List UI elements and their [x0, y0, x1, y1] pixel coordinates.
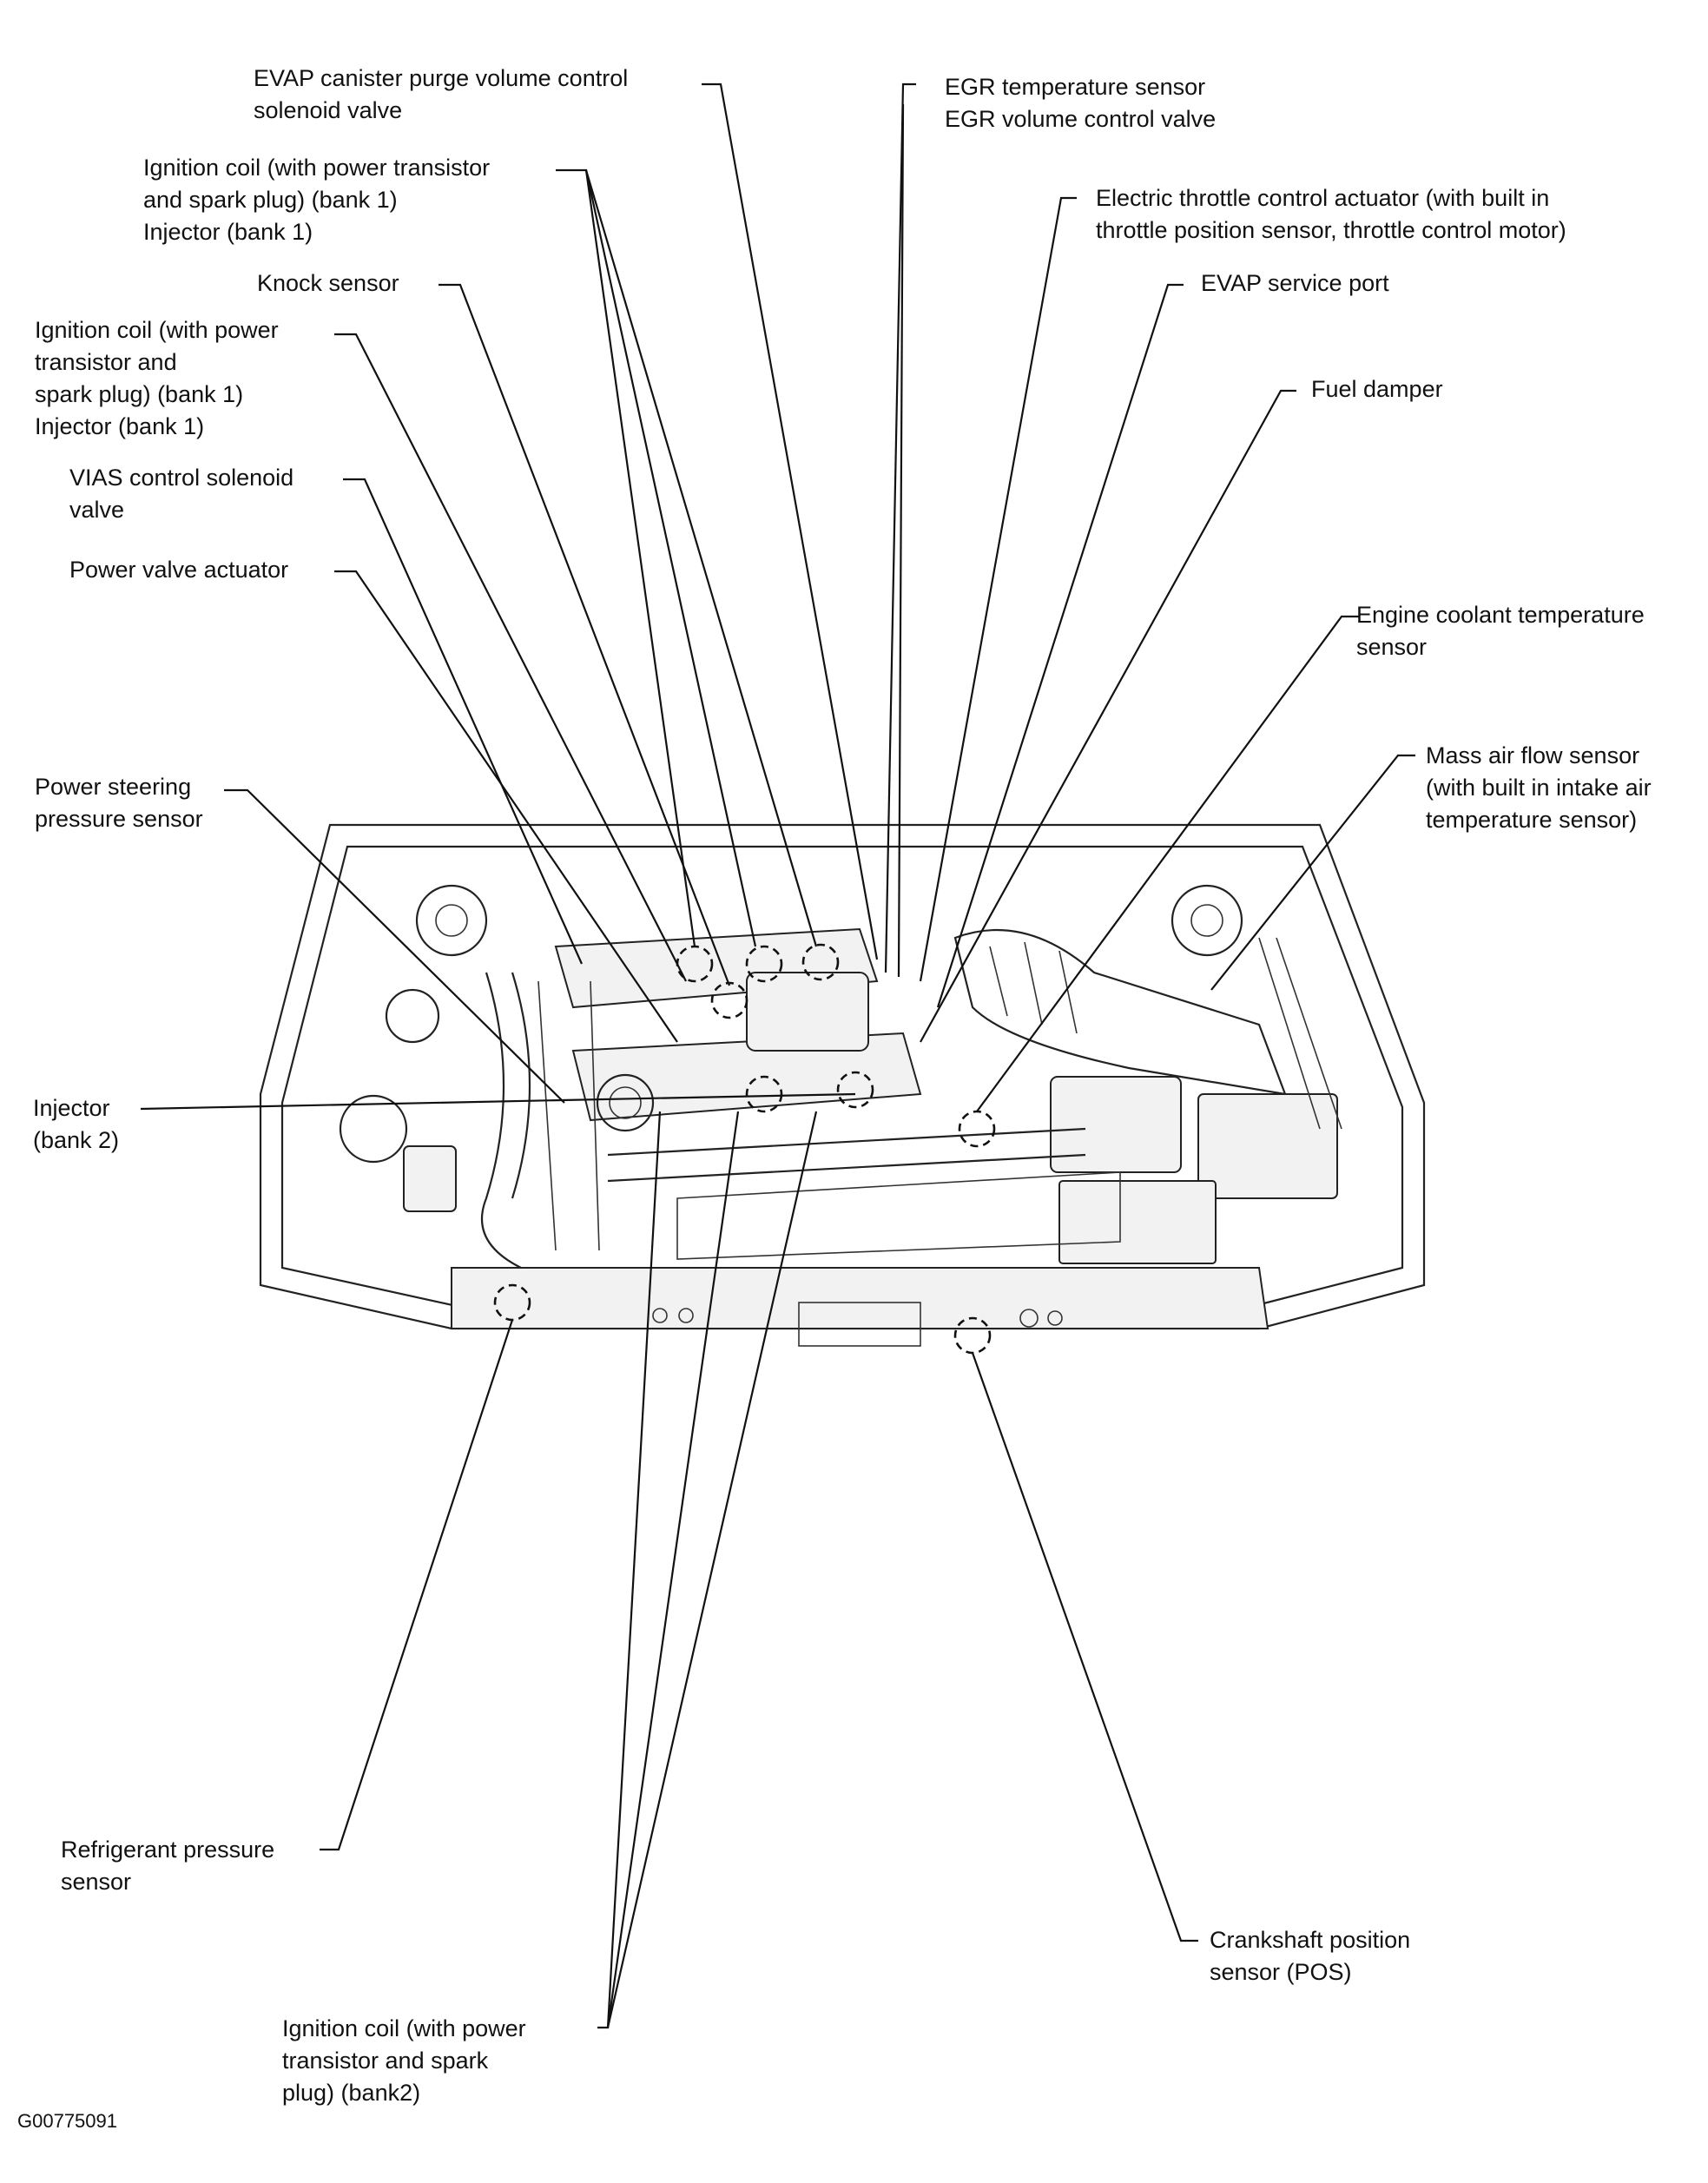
label-power-steering-pressure-sensor: Power steering pressure sensor [35, 771, 203, 835]
label-mass-air-flow-sensor: Mass air flow sensor (with built in inta… [1426, 740, 1652, 836]
label-engine-coolant-temperature-sensor: Engine coolant temperature sensor [1356, 599, 1645, 663]
label-line: Engine coolant temperature [1356, 602, 1645, 628]
label-line: Refrigerant pressure [61, 1837, 275, 1863]
figure-code: G00775091 [17, 2110, 117, 2132]
label-line: valve [69, 497, 125, 523]
label-line: (with built in intake air [1426, 775, 1652, 801]
label-line: Electric throttle control actuator (with… [1096, 185, 1550, 211]
label-line: Power steering [35, 774, 192, 800]
label-line: (bank 2) [33, 1127, 120, 1153]
label-line: Fuel damper [1311, 376, 1443, 402]
label-line: Ignition coil (with power [282, 2015, 526, 2041]
label-line: transistor and spark [282, 2048, 489, 2074]
label-line: sensor [1356, 634, 1428, 660]
label-line: solenoid valve [254, 97, 403, 123]
label-injector-bank2: Injector (bank 2) [33, 1092, 119, 1157]
label-crankshaft-position-sensor: Crankshaft position sensor (POS) [1210, 1924, 1410, 1988]
label-line: temperature sensor) [1426, 807, 1638, 833]
label-line: sensor [61, 1869, 132, 1895]
label-line: EGR volume control valve [945, 106, 1217, 132]
label-line: Ignition coil (with power transistor [143, 155, 491, 181]
label-line: spark plug) (bank 1) [35, 381, 244, 407]
label-line: EGR temperature sensor [945, 74, 1206, 100]
label-evap-service-port: EVAP service port [1201, 267, 1389, 300]
label-line: sensor (POS) [1210, 1959, 1352, 1985]
label-knock-sensor: Knock sensor [257, 267, 399, 300]
label-line: Power valve actuator [69, 557, 289, 583]
label-ignition-coil-bank2: Ignition coil (with power transistor and… [282, 2013, 526, 2109]
label-line: pressure sensor [35, 806, 203, 832]
label-ignition-coil-bank1-left: Ignition coil (with power transistor and… [35, 314, 279, 443]
label-line: EVAP service port [1201, 270, 1389, 296]
label-line: Injector (bank 1) [143, 219, 313, 245]
label-line: throttle position sensor, throttle contr… [1096, 217, 1566, 243]
label-line: Injector (bank 1) [35, 413, 205, 439]
label-line: Injector [33, 1095, 110, 1121]
label-line: EVAP canister purge volume control [254, 65, 629, 91]
label-line: transistor and [35, 349, 177, 375]
label-fuel-damper: Fuel damper [1311, 373, 1443, 406]
label-line: VIAS control solenoid [69, 465, 294, 491]
label-refrigerant-pressure-sensor: Refrigerant pressure sensor [61, 1834, 274, 1898]
label-vias-control-solenoid-valve: VIAS control solenoid valve [69, 462, 293, 526]
label-electric-throttle-actuator: Electric throttle control actuator (with… [1096, 182, 1566, 247]
leader-lines [140, 82, 1415, 2029]
label-line: and spark plug) (bank 1) [143, 187, 398, 213]
label-evap-canister-purge-valve: EVAP canister purge volume control solen… [254, 63, 628, 127]
label-line: Mass air flow sensor [1426, 742, 1640, 768]
label-power-valve-actuator: Power valve actuator [69, 554, 288, 586]
label-line: Crankshaft position [1210, 1927, 1411, 1953]
label-egr-sensor-valve: EGR temperature sensor EGR volume contro… [945, 71, 1216, 135]
label-line: Ignition coil (with power [35, 317, 279, 343]
label-ignition-coil-bank1-top: Ignition coil (with power transistor and… [143, 152, 490, 248]
engine-compartment-illustration [259, 823, 1426, 1347]
label-line: plug) (bank2) [282, 2080, 421, 2106]
label-line: Knock sensor [257, 270, 399, 296]
